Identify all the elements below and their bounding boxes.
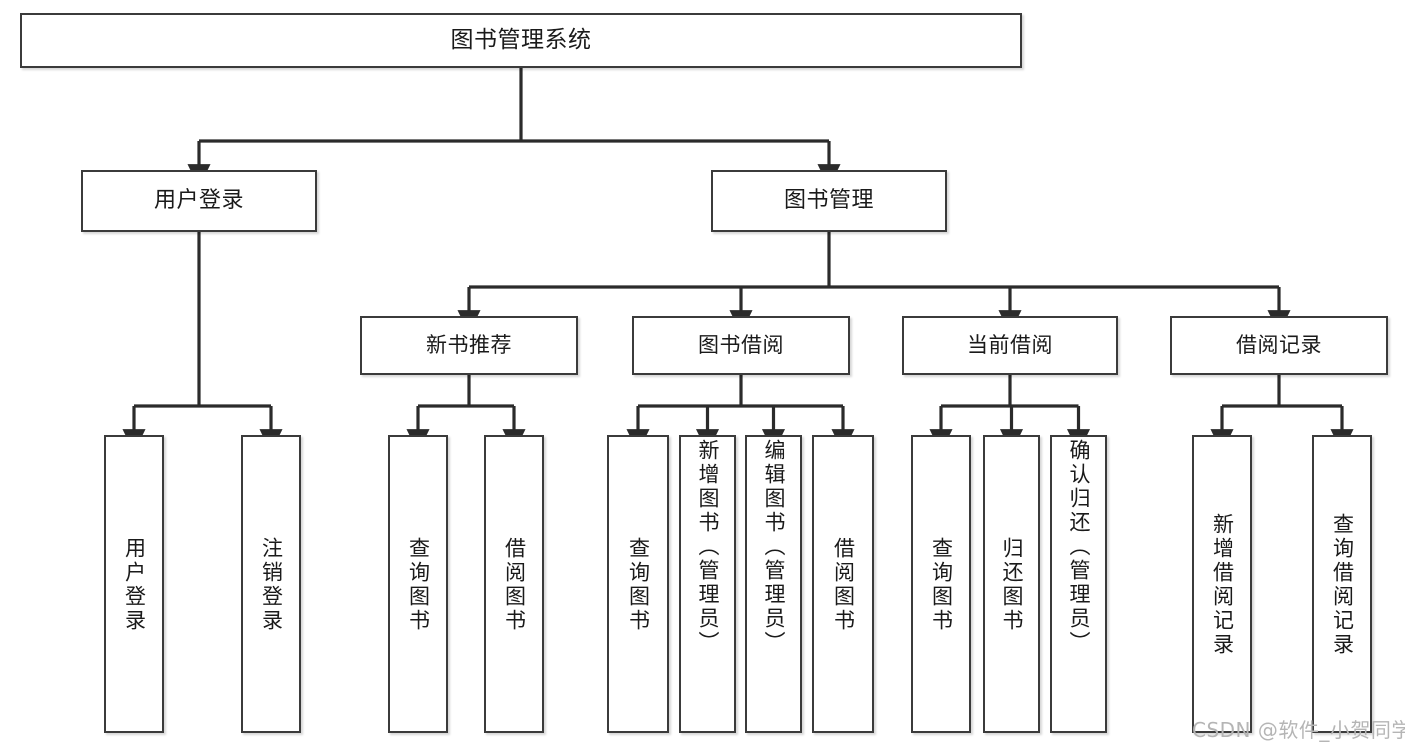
node-label-leaf-query-book-current: 查询图书 [929,537,954,633]
node-leaf-logout[interactable]: 注销登录 [241,435,301,733]
node-label-leaf-user-login: 用户登录 [122,537,147,633]
node-label-leaf-borrow-book-recommend: 借阅图书 [502,537,527,633]
node-leaf-return-book[interactable]: 归还图书 [983,435,1040,733]
node-leaf-query-book-current[interactable]: 查询图书 [911,435,971,733]
node-label-new-book-recommend: 新书推荐 [426,333,512,358]
node-leaf-query-borrow-record[interactable]: 查询借阅记录 [1312,435,1372,733]
node-label-leaf-borrow-book: 借阅图书 [831,537,856,633]
node-label-leaf-add-borrow-record: 新增借阅记录 [1210,513,1235,657]
node-label-leaf-return-book: 归还图书 [1000,537,1024,633]
node-leaf-confirm-return[interactable]: 确认归还（管理员） [1050,435,1107,733]
node-leaf-borrow-book-recommend[interactable]: 借阅图书 [484,435,544,733]
node-leaf-add-book[interactable]: 新增图书（管理员） [679,435,736,733]
node-leaf-edit-book[interactable]: 编辑图书（管理员） [745,435,802,733]
node-label-leaf-edit-book: 编辑图书（管理员） [762,439,786,655]
csdn-watermark: CSDN @软件_小贺同学 [1192,718,1405,742]
node-label-leaf-query-borrow-record: 查询借阅记录 [1330,513,1355,657]
node-label-leaf-add-book: 新增图书（管理员） [696,439,720,655]
node-label-user-login: 用户登录 [153,188,244,214]
node-book-borrow[interactable]: 图书借阅 [632,316,850,375]
node-label-leaf-query-book-recommend: 查询图书 [406,537,431,633]
node-label-book-manage: 图书管理 [783,188,874,214]
node-root[interactable]: 图书管理系统 [20,13,1022,68]
node-label-current-borrow: 当前借阅 [967,333,1053,358]
node-new-book-recommend[interactable]: 新书推荐 [360,316,578,375]
node-current-borrow[interactable]: 当前借阅 [902,316,1118,375]
node-leaf-query-book-recommend[interactable]: 查询图书 [388,435,448,733]
node-leaf-add-borrow-record[interactable]: 新增借阅记录 [1192,435,1252,733]
node-leaf-borrow-book[interactable]: 借阅图书 [812,435,874,733]
node-borrow-record[interactable]: 借阅记录 [1170,316,1388,375]
node-leaf-query-book-borrow[interactable]: 查询图书 [607,435,669,733]
node-book-manage[interactable]: 图书管理 [711,170,947,232]
node-label-borrow-record: 借阅记录 [1236,333,1322,358]
node-label-leaf-query-book-borrow: 查询图书 [626,537,651,633]
node-user-login[interactable]: 用户登录 [81,170,317,232]
node-label-book-borrow: 图书借阅 [698,333,784,358]
node-leaf-user-login[interactable]: 用户登录 [104,435,164,733]
node-label-root: 图书管理系统 [450,26,592,53]
node-label-leaf-confirm-return: 确认归还（管理员） [1067,439,1091,655]
node-label-leaf-logout: 注销登录 [259,537,284,633]
